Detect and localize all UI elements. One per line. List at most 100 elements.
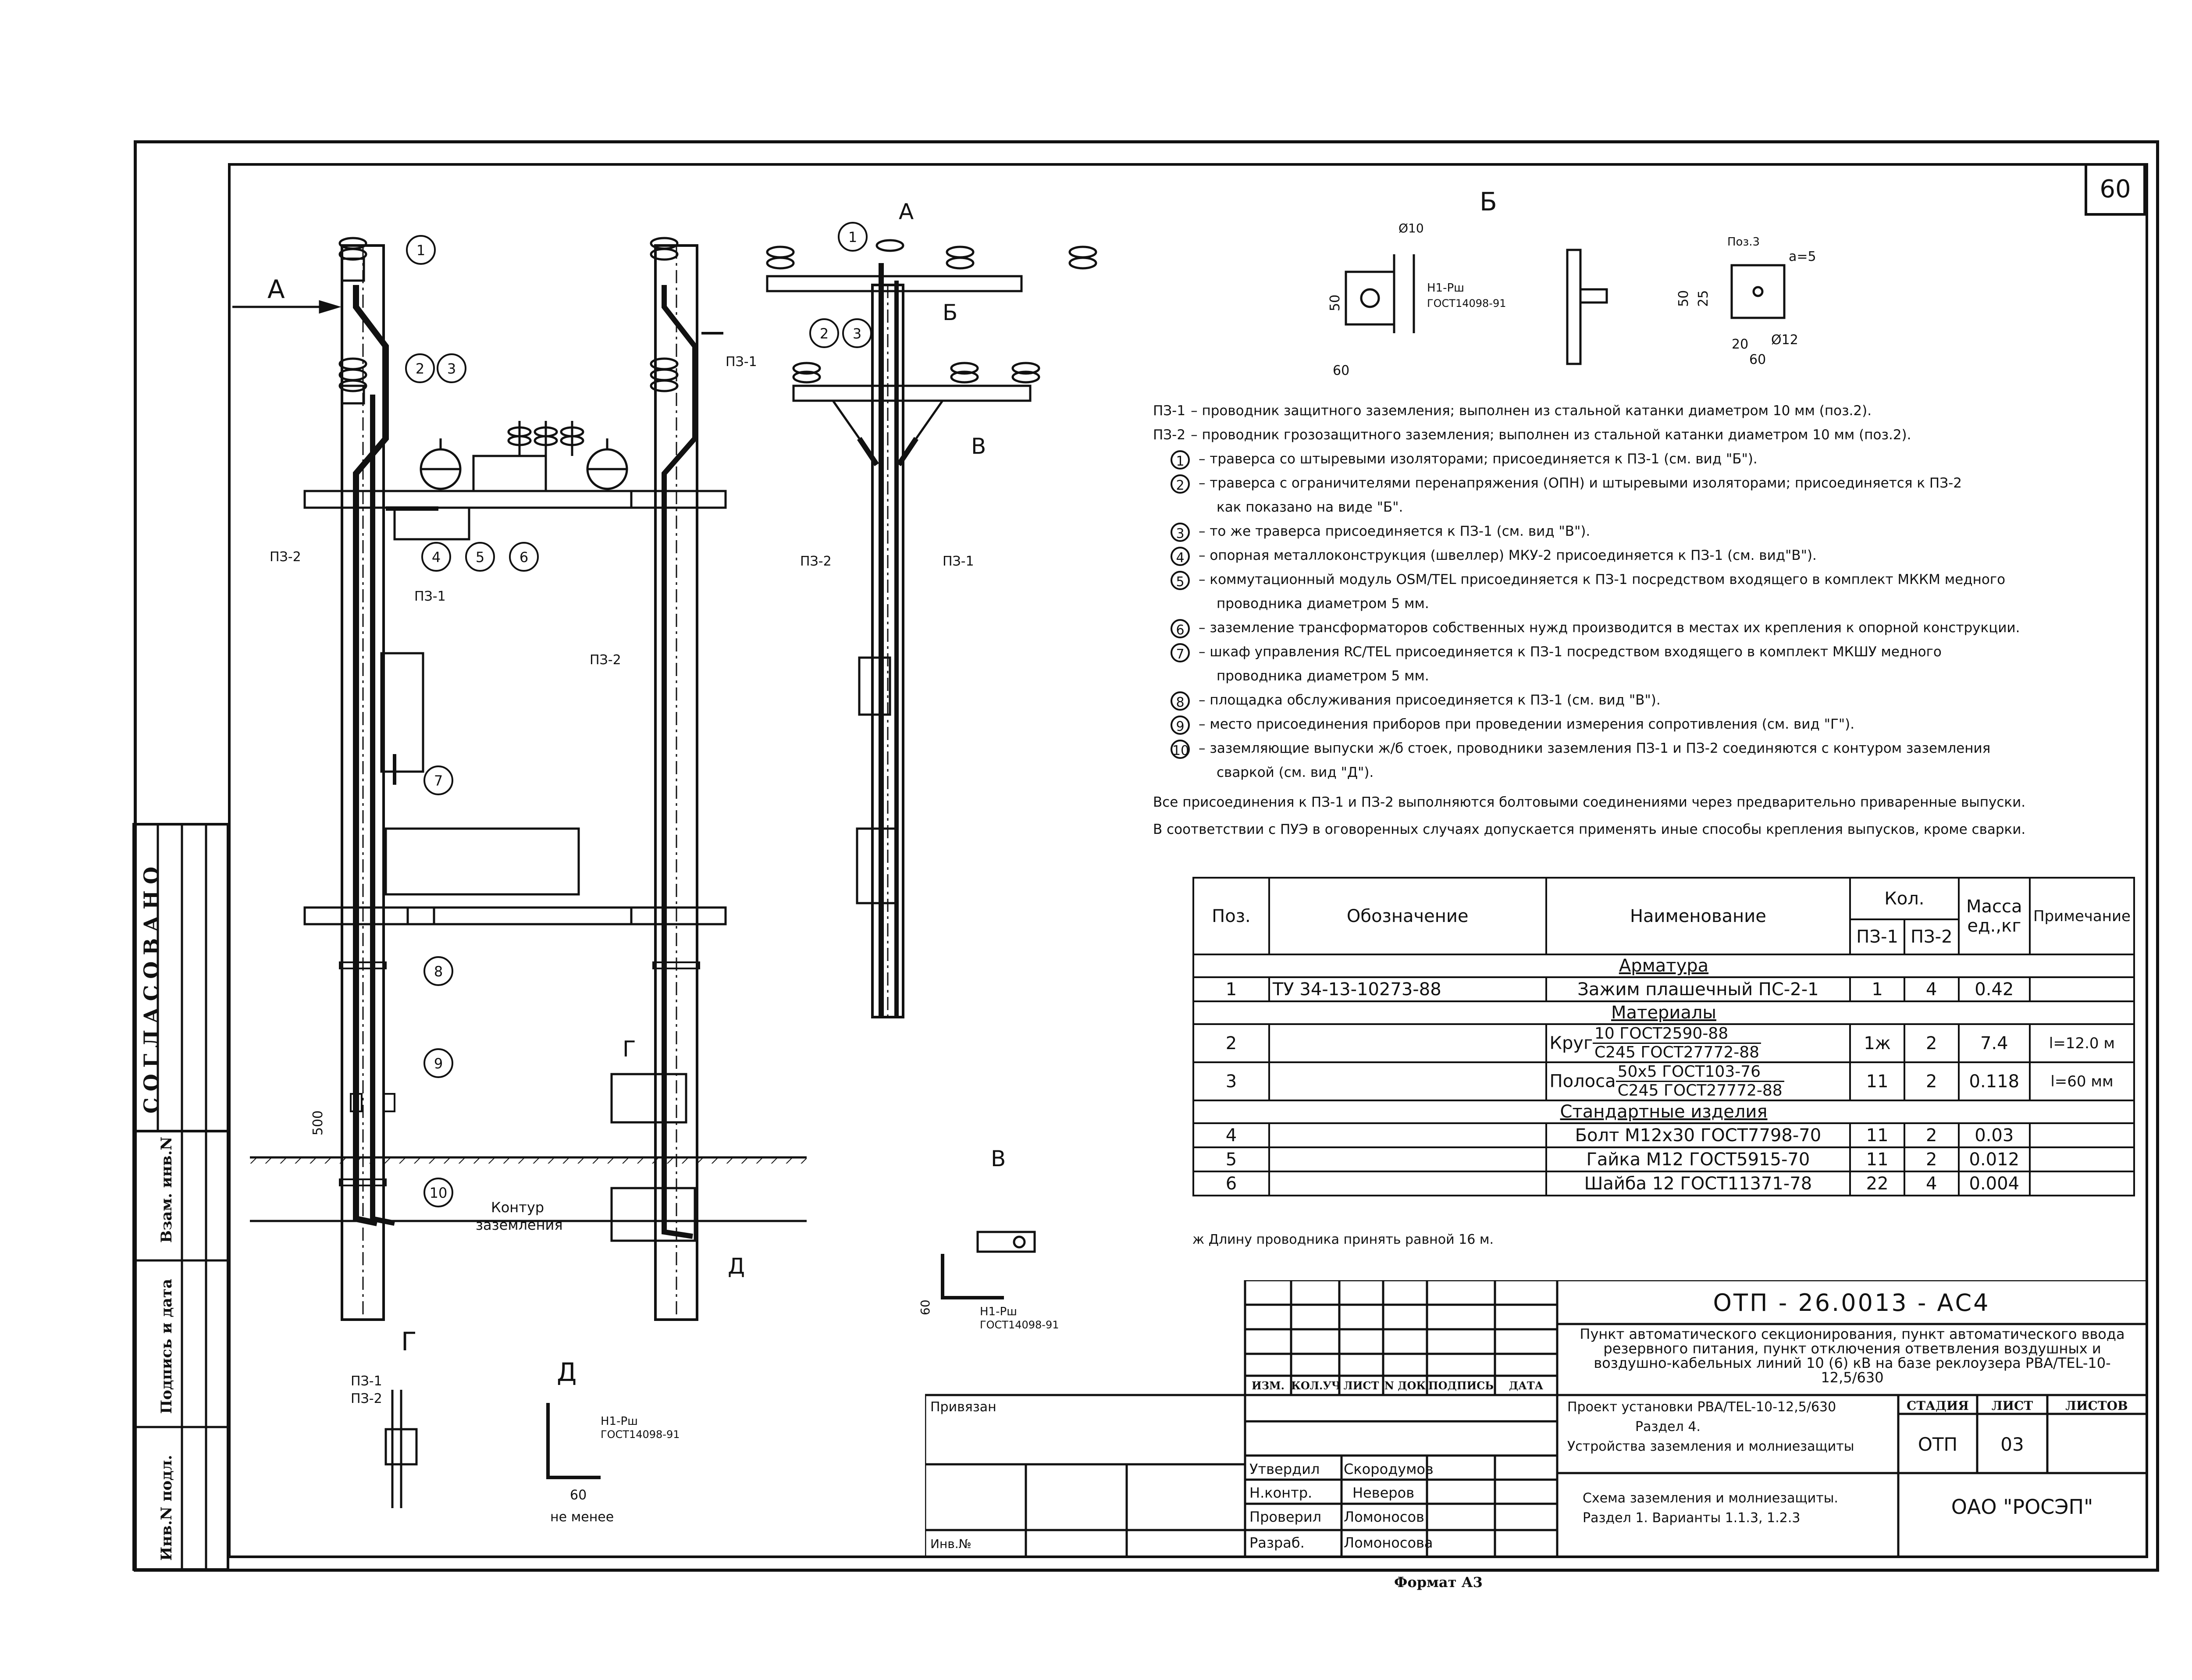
spec-mass: 0.03: [1957, 1122, 2031, 1148]
rev-h-doc: N ДОК: [1384, 1379, 1426, 1392]
spec-note: [2028, 1146, 2135, 1172]
spec-pos: 5: [1192, 1146, 1270, 1172]
d-dim-60: 60: [570, 1488, 587, 1503]
col-qty-pz2: ПЗ-2: [1903, 918, 1960, 955]
pos3-a5: а=5: [1789, 249, 1816, 264]
spec-designation: [1268, 1122, 1547, 1148]
role-utverdil: Утвердил: [1249, 1461, 1320, 1477]
col-pos: Поз.: [1192, 877, 1270, 955]
spec-qty-pz2: 2: [1903, 1023, 1960, 1063]
spec-section-title: Материалы: [1192, 1000, 2135, 1025]
note-text: сваркой (см. вид "Д").: [1217, 765, 1374, 780]
g-pz1: ПЗ-1: [351, 1374, 382, 1389]
view-a-b-label: Б: [943, 300, 957, 325]
pz1-label-right: ПЗ-1: [726, 354, 757, 370]
detail-g-drawing: [384, 1390, 418, 1508]
note-text: – траверса с ограничителями перенапряжен…: [1199, 475, 1962, 491]
note-callout-number: 1: [1171, 450, 1190, 470]
view-d-marker: Д: [728, 1253, 745, 1279]
sheet-title: Схема заземления и молниезащиты.: [1583, 1491, 1838, 1506]
drawing-labels: А А Б Б В В Г Д Г Д ПЗ-2 ПЗ-1 ПЗ-2 ПЗ-1 …: [267, 187, 1816, 1525]
pos3-dim60: 60: [1749, 352, 1766, 367]
note-item: 9– место присоединения приборов при пров…: [1153, 712, 2109, 737]
note-item: сваркой (см. вид "Д").: [1153, 761, 2109, 785]
spec-qty-pz1: 1: [1849, 976, 1905, 1002]
note-item: ПЗ-2– проводник грозозащитного заземлени…: [1153, 423, 2109, 447]
privyazan-label: Привязан: [930, 1399, 996, 1415]
spec-section-title: Арматура: [1192, 954, 2135, 978]
view-b-title: Б: [1480, 187, 1497, 217]
note-callout-number: 7: [1171, 643, 1190, 662]
pz2-label-right: ПЗ-2: [590, 652, 621, 668]
col-qty: Кол.: [1849, 877, 1960, 920]
callout-a-2: 2: [820, 325, 829, 342]
spec-name-num: 10 ГОСТ2590-88: [1593, 1025, 1761, 1044]
note-item: 8 – площадка обслуживания присоединяется …: [1153, 688, 2109, 712]
pos3-dim50: 50: [1676, 290, 1691, 307]
note-item: как показано на виде "Б".: [1153, 495, 2109, 520]
spec-note: [2028, 1171, 2135, 1196]
note-callout-number: 5: [1171, 570, 1190, 590]
view-g-title: Г: [401, 1327, 416, 1356]
note-text: проводника диаметром 5 мм.: [1217, 668, 1429, 684]
rev-h-izm: ИЗМ.: [1252, 1379, 1285, 1392]
role-proveril: Проверил: [1249, 1509, 1322, 1525]
note-text: – то же траверса присоединяется к ПЗ-1 (…: [1199, 523, 1591, 539]
spec-name-den: С245 ГОСТ27772-88: [1594, 1043, 1760, 1061]
callout-7: 7: [434, 772, 443, 789]
project-name: Проект установки РВА/TEL-10-12,5/630: [1567, 1399, 1836, 1415]
spec-pos: 1: [1192, 976, 1270, 1002]
v-weld: Н1-Рш: [980, 1305, 1017, 1318]
title-block-grid: [925, 1280, 2146, 1558]
sheets-header: ЛИСТОВ: [2065, 1399, 2128, 1413]
spec-name: Шайба 12 ГОСТ11371-78: [1545, 1171, 1851, 1196]
callout-6: 6: [520, 549, 528, 566]
spec-qty-pz2: 2: [1903, 1122, 1960, 1148]
spec-name-main: Круг: [1549, 1033, 1593, 1054]
view-g-marker: Г: [623, 1036, 636, 1062]
name-proveril: Ломоносов: [1344, 1509, 1424, 1525]
sheet-number-box: 60: [2085, 163, 2146, 216]
spec-mass: 7.4: [1957, 1023, 2031, 1063]
organization: ОАО "РОСЭП": [1951, 1495, 2093, 1519]
spec-qty-pz2: 4: [1903, 1171, 1960, 1196]
spec-mass: 0.004: [1957, 1171, 2031, 1196]
g-pz2: ПЗ-2: [351, 1391, 382, 1406]
spec-designation: [1268, 1061, 1547, 1101]
note-item: 3 – то же траверса присоединяется к ПЗ-1 …: [1153, 520, 2109, 544]
general-note-2: В соответствии с ПУЭ в оговоренных случа…: [1153, 822, 2026, 837]
pos3-d12: Ø12: [1771, 332, 1798, 348]
col-mass: Масса ед.,кг: [1957, 877, 2031, 955]
note-callout-number: 3: [1171, 522, 1190, 542]
pos3-label: Поз.3: [1727, 235, 1760, 249]
spec-qty-pz2: 4: [1903, 976, 1960, 1002]
note-item: проводника диаметром 5 мм.: [1153, 592, 2109, 616]
spec-mass: 0.42: [1957, 976, 2031, 1002]
spec-name-num: 50х5 ГОСТ103-76: [1616, 1063, 1784, 1082]
role-nkontr: Н.контр.: [1249, 1484, 1313, 1501]
note-callout-number: 8: [1171, 691, 1190, 711]
rev-h-list: ЛИСТ: [1343, 1379, 1379, 1392]
outer-frame: [134, 140, 2159, 1572]
view-a-title: А: [899, 199, 914, 224]
spec-designation: ТУ 34-13-10273-88: [1268, 976, 1547, 1002]
spec-name-main: Полоса: [1549, 1071, 1616, 1092]
section-title: Устройства заземления и молниезащиты: [1567, 1439, 1854, 1454]
note-text: – опорная металлоконструкция (швеллер) М…: [1199, 548, 1817, 563]
note-text: – заземляющие выпуски ж/б стоек, проводн…: [1199, 740, 1991, 756]
notes-list: ПЗ-1– проводник защитного заземления; вы…: [1153, 399, 2109, 785]
note-callout-number: 10: [1171, 739, 1190, 759]
note-item: 1– траверса со штыревыми изоляторами; пр…: [1153, 447, 2109, 471]
sheet-number: 60: [2099, 175, 2131, 203]
note-text: – площадка обслуживания присоединяется к…: [1199, 692, 1661, 708]
note-item: 7– шкаф управления RC/TEL присоединяется…: [1153, 640, 2109, 664]
callout-1: 1: [416, 242, 425, 259]
